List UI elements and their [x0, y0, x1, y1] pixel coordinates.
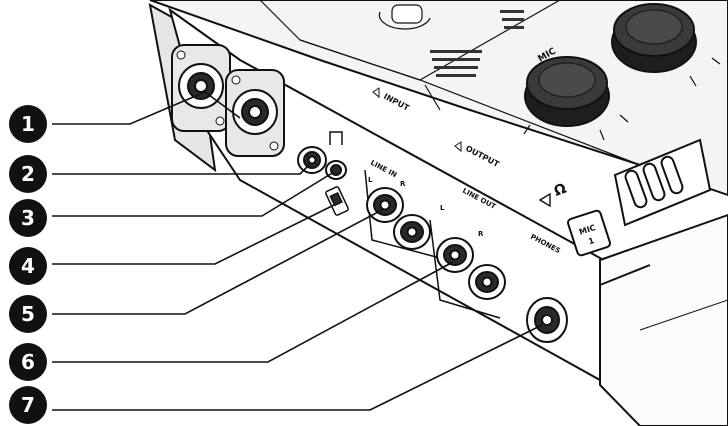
mic-gain-knob[interactable] — [523, 56, 629, 141]
callout-1: 1 — [9, 105, 47, 143]
line-out-right-label: R — [478, 230, 484, 238]
xlr-combo-jack-1[interactable] — [171, 44, 231, 132]
instrument-jack[interactable] — [297, 146, 327, 174]
top-panel-printed-text — [430, 10, 524, 77]
callout-2: 2 — [9, 155, 47, 193]
top-panel-details — [259, 0, 641, 166]
svg-text:1: 1 — [21, 112, 35, 136]
mic-select-button[interactable]: MIC 1 — [567, 209, 611, 257]
leader-lines — [52, 91, 543, 411]
svg-text:3: 3 — [21, 206, 35, 230]
mic-button-sub-label: 1 — [587, 236, 595, 246]
svg-text:4: 4 — [21, 254, 35, 278]
line-in-bracket — [364, 169, 441, 259]
line-out-left-label: L — [440, 204, 445, 212]
connector-symbol-icon — [329, 131, 343, 145]
input-arrow-icon — [372, 87, 380, 99]
xlr-combo-jack-2[interactable] — [225, 69, 285, 157]
output-arrow-icon — [538, 192, 551, 208]
svg-text:6: 6 — [21, 350, 35, 374]
line-out-bracket — [429, 219, 501, 319]
svg-text:5: 5 — [21, 302, 35, 326]
input-label: INPUT — [382, 92, 411, 113]
callout-3: 3 — [9, 199, 47, 237]
output-label: OUTPUT — [464, 144, 501, 169]
vent-grille — [613, 138, 712, 227]
selector-switch[interactable] — [325, 186, 349, 216]
device-body — [148, 0, 728, 426]
output-section-arrow-icon — [454, 141, 462, 153]
callout-5: 5 — [9, 295, 47, 333]
phones-jack[interactable] — [526, 297, 568, 343]
callout-4: 4 — [9, 247, 47, 285]
line-out-right-jack[interactable] — [468, 264, 506, 300]
line-in-left-jack[interactable] — [366, 187, 404, 223]
line-out-left-jack[interactable] — [436, 237, 474, 273]
callout-7: 7 — [9, 386, 47, 424]
callout-6: 6 — [9, 343, 47, 381]
line-in-right-label: R — [400, 180, 406, 188]
svg-text:2: 2 — [21, 162, 35, 186]
line-in-right-jack[interactable] — [393, 214, 431, 250]
aux-jack[interactable] — [325, 160, 347, 180]
line-gain-knob[interactable] — [611, 3, 721, 87]
line-in-left-label: L — [368, 176, 373, 184]
headphone-icon: Ω — [552, 181, 569, 200]
svg-text:7: 7 — [21, 393, 35, 417]
